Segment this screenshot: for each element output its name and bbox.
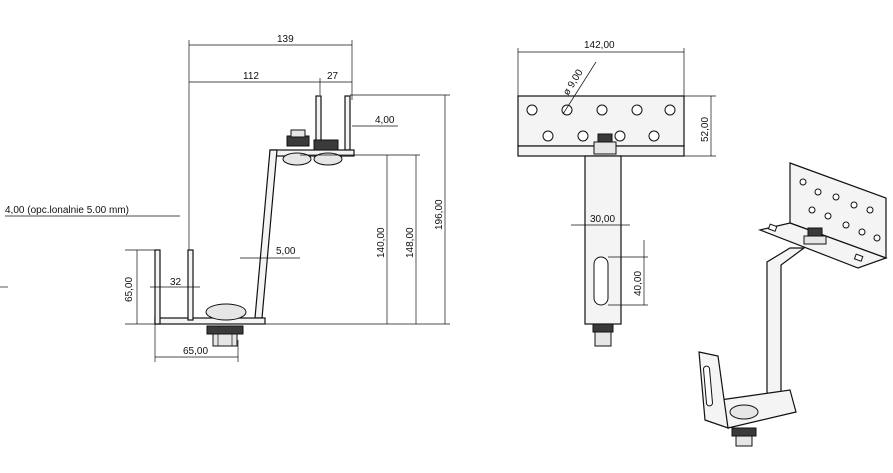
dim-plate-width: 142,00 [584,40,615,51]
dim-hole-diameter: ø 9,00 [561,67,586,97]
dim-bend-thickness: 5,00 [276,246,296,257]
dim-top-thickness: 4,00 [375,115,395,126]
dim-height-140: 140,00 [376,227,387,258]
dim-stem-width: 30,00 [590,214,615,225]
dim-height-196: 196,00 [434,199,445,230]
dim-slot-gap: 32 [170,277,182,288]
dim-plate-height: 52,00 [700,117,711,142]
isometric-view [698,162,888,447]
side-view: 139 112 27 140,00 [0,34,450,362]
dim-top-offset: 27 [327,71,339,82]
dim-left-height: 65,00 [124,277,135,302]
dim-inner-width: 112 [243,71,259,82]
dim-slot-length: 40,00 [633,271,644,296]
dim-overall-width: 139 [277,34,294,45]
dim-height-148: 148,00 [405,227,416,258]
dim-base-width: 65,00 [183,346,208,357]
front-view: 142,00 ø 9,00 52,00 30,00 [517,40,716,347]
dim-bottom-note: 4,00 (opc.lonalnie 5.00 mm) [5,205,129,216]
